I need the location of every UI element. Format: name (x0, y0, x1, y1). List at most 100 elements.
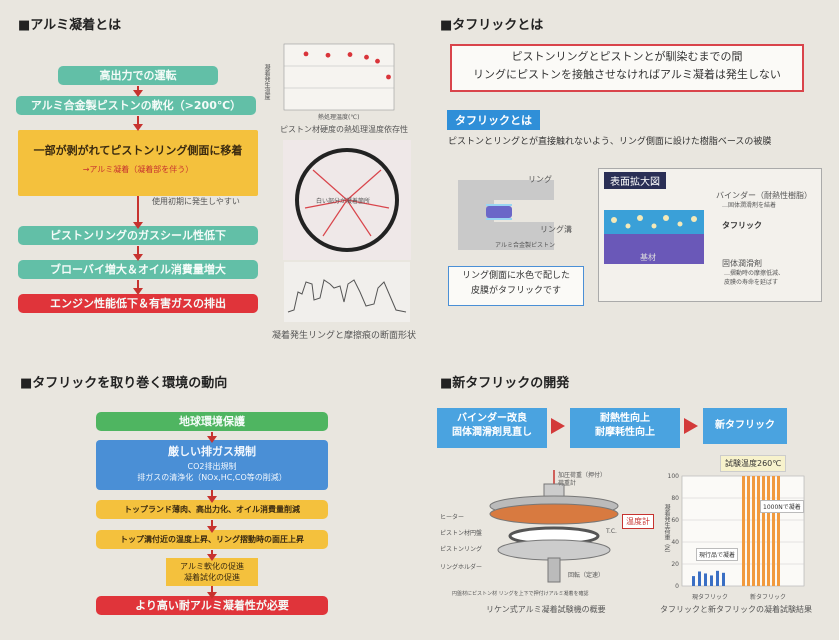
chart-bar (772, 476, 775, 586)
env-step-earth: 地球環境保護 (96, 412, 328, 431)
ring-groove-diagram (450, 160, 600, 260)
flow-arrow (137, 246, 139, 258)
chart-ylabel: 凝着発生荷重（N） (663, 504, 670, 557)
flow-arrowhead (207, 436, 217, 443)
flow-step-engine-drop: エンジン性能低下＆有害ガスの排出 (18, 294, 258, 313)
lubricant-sub-1: …摺動時の摩擦低減、 (724, 270, 785, 277)
emissions-title: 厳しい排ガス規制 (168, 445, 256, 458)
coating-explanation-box: リング側面に水色で配した 皮膜がタフリックです (448, 266, 584, 306)
graph-point (375, 58, 380, 64)
chart-bar (710, 575, 713, 586)
chart-legend-new: 1000Nで凝着 (760, 500, 804, 513)
dev-arrow (684, 418, 698, 434)
flow-arrowhead (133, 90, 143, 97)
flow-arrowhead (207, 526, 217, 533)
flow-arrowhead (133, 288, 143, 295)
soften-line-1: アルミ軟化の促進 (180, 562, 244, 571)
chart-bar (752, 476, 755, 586)
chart-tick-label: 60 (671, 517, 679, 524)
chart-bar (767, 476, 770, 586)
section-title-new-toughric: ■新タフリックの開発 (440, 376, 570, 391)
flow-arrow (137, 196, 139, 226)
dev-binder-line-2: 固体潤滑剤見直し (452, 427, 532, 438)
key-principle-box: ピストンリングとピストンとが馴染むまでの間 リングにピストンを接触させなければア… (450, 44, 804, 92)
flow-arrowhead (207, 592, 217, 599)
chart-tick-label: 0 (675, 583, 679, 590)
principle-line-1: ピストンリングとピストンとが馴染むまでの間 (511, 50, 743, 63)
rig-tc-label: T.C. (606, 528, 617, 535)
transfer-sub: →アルミ凝着（凝着部を伴う） (82, 165, 194, 174)
zoom-title: 表面拡大図 (604, 172, 666, 189)
chart-bar (716, 570, 719, 586)
base-label: 基材 (640, 253, 656, 262)
transfer-text: 一部が剥がれてピストンリング側面に移着 (33, 144, 243, 157)
rig-load-label: 加圧荷重（押付） (558, 472, 607, 479)
photo-caption: 凝着発生リングと摩擦痕の断面形状 (272, 331, 417, 341)
piston-label: アルミ合金製ピストン (495, 242, 555, 249)
chart-bar (692, 576, 695, 586)
dev-heat-line-1: 耐熱性向上 (600, 413, 650, 424)
binder-sub: …固体潤滑剤を結着 (722, 202, 777, 209)
flow-arrowhead (207, 554, 217, 561)
flow-step-transfer: 一部が剥がれてピストンリング側面に移着 →アルミ凝着（凝着部を伴う） (18, 130, 258, 196)
chart-bar (757, 476, 760, 586)
chart-bar (742, 476, 745, 586)
coating-label: タフリック (722, 221, 762, 230)
toughric-description: ピストンとリングとが直接触れないよう、リング側面に設けた樹脂ベースの被膜 (448, 137, 772, 147)
flow-note-early: 使用初期に発生しやすい (152, 197, 240, 206)
graph-ylabel: 凝着発生温度 (263, 64, 270, 100)
hardness-graph (283, 43, 395, 111)
ring-label-diagram: リング (528, 175, 552, 184)
groove-label: リング溝 (540, 225, 572, 234)
chart-bar (704, 573, 707, 586)
env-step-topland: トップランド薄肉、高出力化、オイル消費量削減 (96, 500, 328, 519)
chart-cat-new: 新タフリック (750, 594, 787, 601)
flow-arrowhead (133, 222, 143, 229)
graph-caption: ピストン材硬度の熱処理温度依存性 (280, 125, 408, 134)
lubricant-label: 固体潤滑剤 (722, 259, 762, 268)
flow-arrowhead (133, 124, 143, 131)
graph-point (364, 54, 369, 60)
graph-xlabel: 熱処理温度(℃) (318, 114, 360, 121)
rig-ring-label: ピストンリング (440, 546, 483, 553)
section-title-environment: ■タフリックを取り巻く環境の動向 (20, 376, 228, 391)
rig-caption: リケン式アルミ凝着試験機の概要 (486, 605, 606, 614)
flow-step-blowby: ブローバイ増大＆オイル消費量増大 (18, 260, 258, 279)
env-step-emissions: 厳しい排ガス規制 CO2排出規制 排ガスの清浄化（NOx,HC,CO等の削減） (96, 440, 328, 490)
dev-step-new: 新タフリック (703, 408, 787, 444)
chart-tick-label: 80 (671, 495, 679, 502)
section-title-aluminum-adhesion: ■アルミ凝着とは (18, 18, 122, 33)
dev-step-heat: 耐熱性向上 耐摩耗性向上 (570, 408, 680, 448)
chart-bar (722, 572, 725, 586)
graph-point (347, 52, 353, 57)
dev-arrow (551, 418, 565, 434)
explain-line-1: リング側面に水色で配した (461, 271, 570, 281)
test-temperature: 試験温度260℃ (720, 455, 787, 472)
env-step-soften: アルミ軟化の促進 凝着試化の促進 (166, 558, 258, 586)
emissions-clean: 排ガスの清浄化（NOx,HC,CO等の削減） (137, 473, 287, 482)
chart-bar (762, 476, 765, 586)
section-title-toughric: ■タフリックとは (440, 18, 544, 33)
chart-bar (747, 476, 750, 586)
chart-bar (777, 476, 780, 586)
lubricant-sub-2: 皮膜の寿命を延ばす (724, 279, 779, 286)
flow-arrowhead (133, 254, 143, 261)
dev-binder-line-1: バインダー改良 (457, 413, 527, 424)
binder-label: バインダー（耐熱性樹脂） (716, 191, 812, 200)
flow-arrow (137, 116, 139, 128)
chart-legend-old: 現行品で凝着 (696, 548, 739, 561)
cross-section-profile (284, 262, 410, 322)
env-step-need: より高い耐アルミ凝着性が必要 (96, 596, 328, 615)
chart-tick-label: 40 (671, 539, 679, 546)
flow-step-high-output: 高出力での運転 (58, 66, 218, 85)
soften-line-2: 凝着試化の促進 (184, 573, 240, 582)
piston-ring-image (283, 140, 411, 260)
rig-heater-label: ヒーター (440, 514, 465, 521)
flow-arrow (211, 520, 213, 530)
flow-step-gas-seal: ピストンリングのガスシール性低下 (18, 226, 258, 245)
emissions-co2: CO2排出規制 (187, 462, 237, 471)
toughric-tag: タフリックとは (447, 110, 540, 130)
rig-loadcell-label: 荷重計 (558, 480, 577, 487)
chart-caption: タフリックと新タフリックの凝着試験結果 (660, 605, 812, 614)
test-rig-diagram (489, 470, 619, 583)
